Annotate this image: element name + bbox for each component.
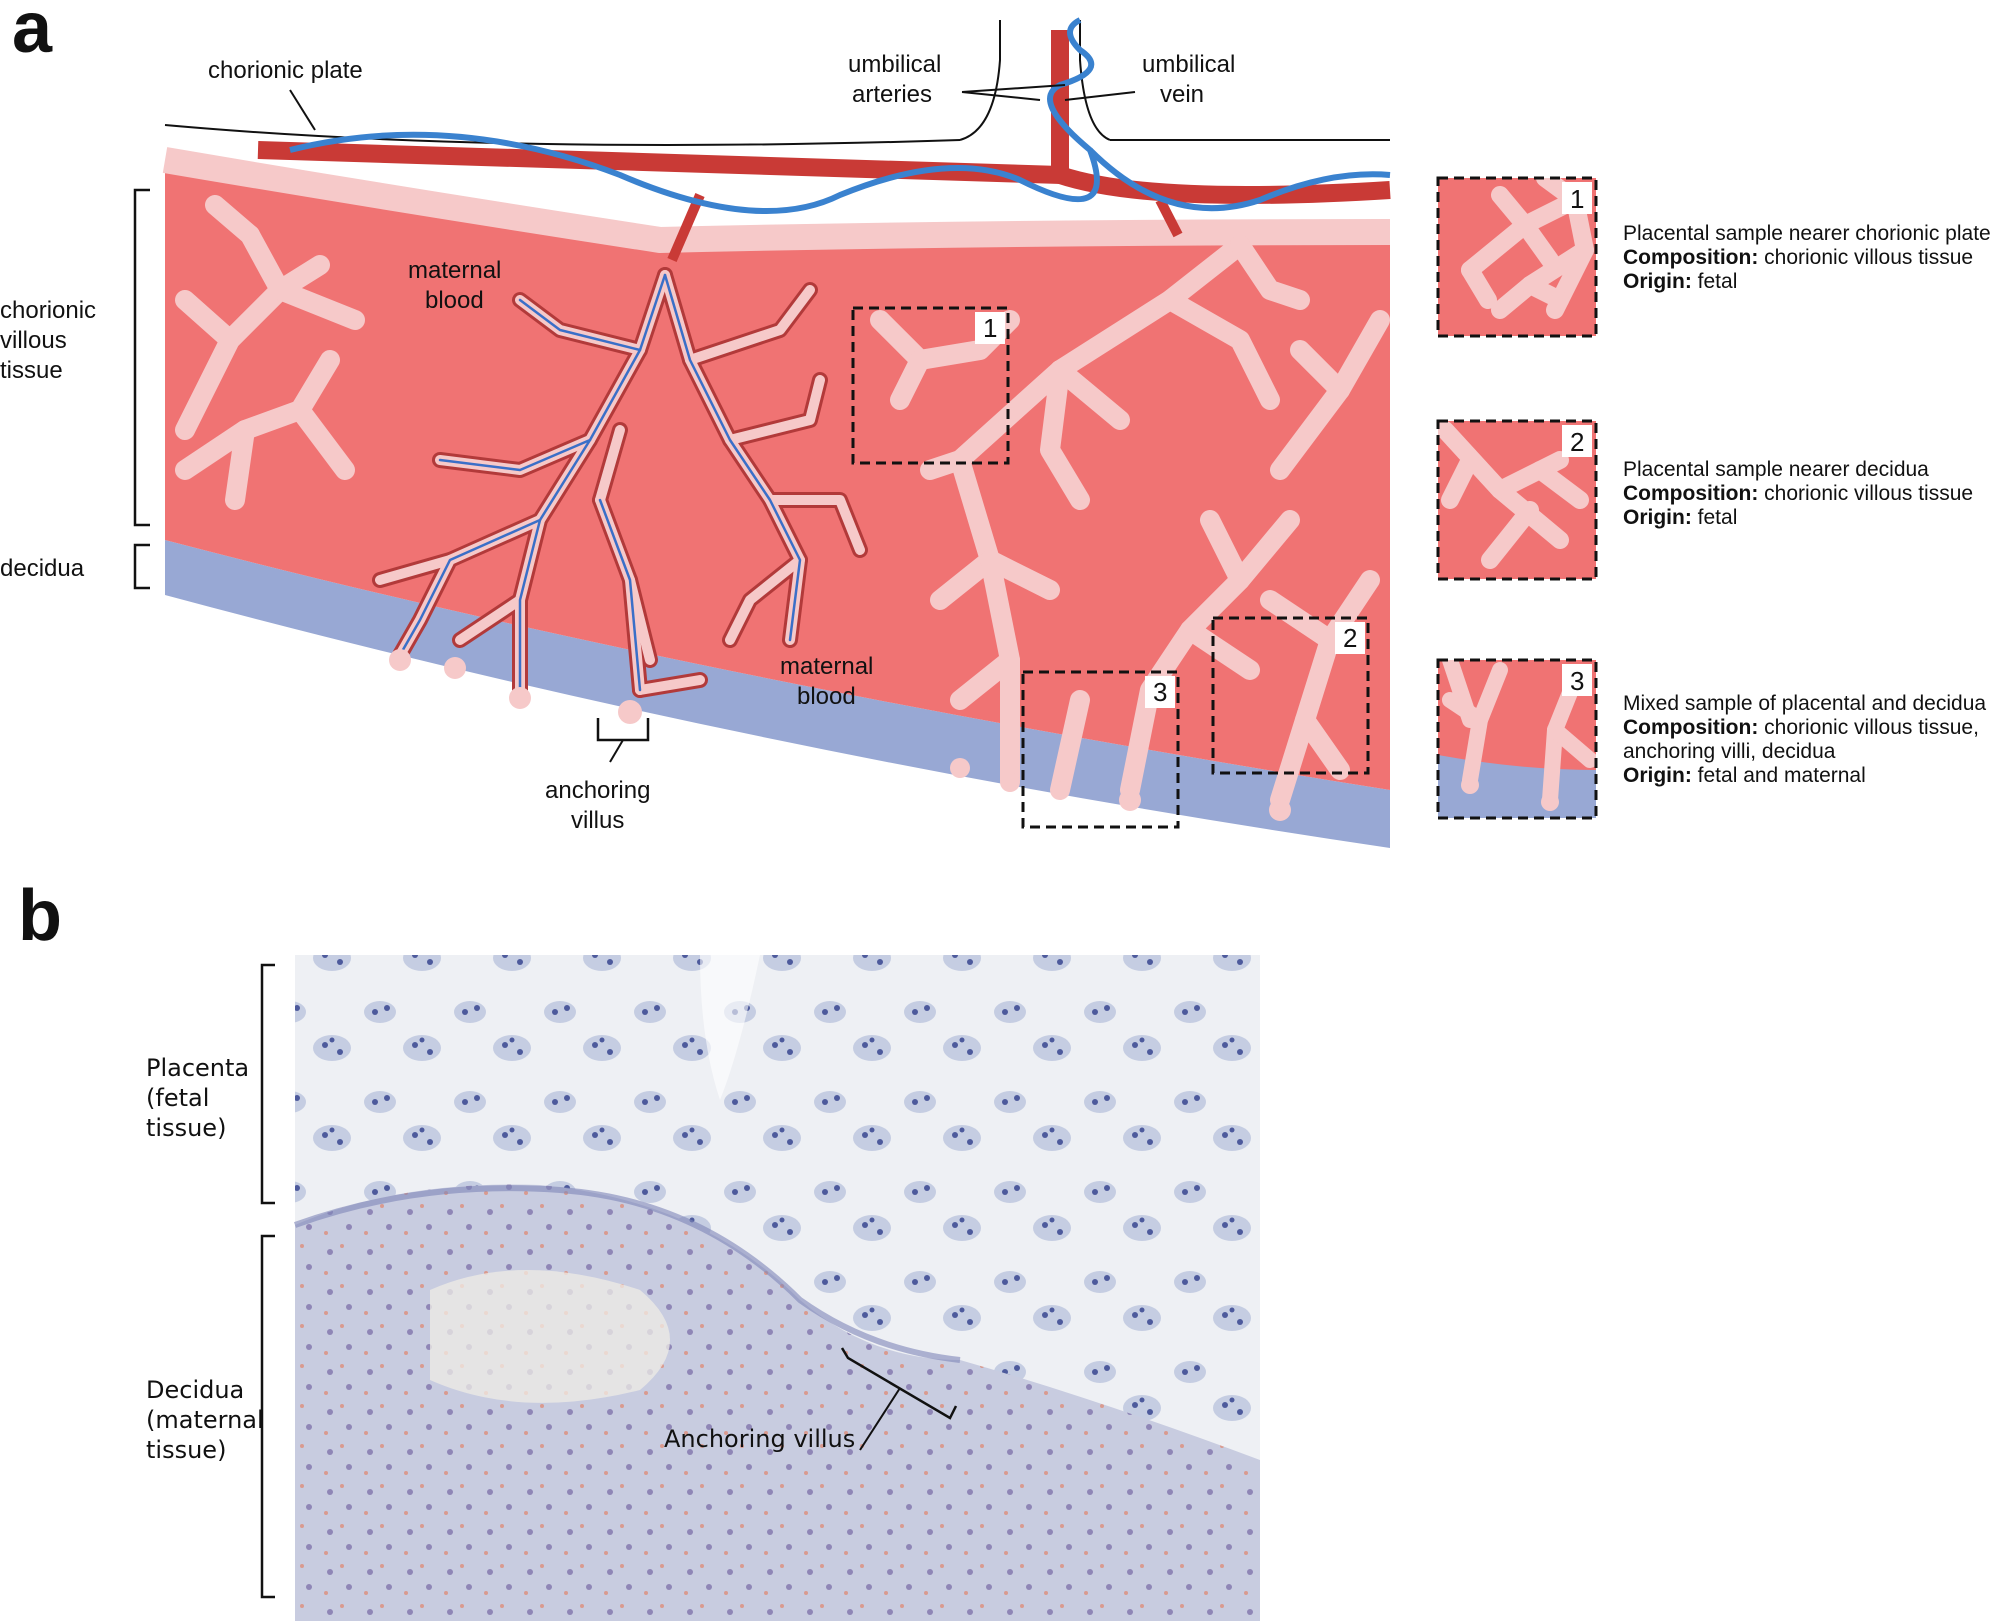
svg-text:Placental sample nearer chorio: Placental sample nearer chorionic plate (1623, 222, 1991, 245)
sample-box-3: 3 (1021, 670, 1180, 829)
sample-description-1: Placental sample nearer chorionic plate … (1623, 222, 1991, 293)
chorionic-plate-outline (164, 20, 1390, 146)
decidua-bracket (133, 543, 150, 590)
svg-text:Mixed sample of placental and: Mixed sample of placental and decidua (1623, 692, 1986, 715)
panel-a-letter: a (12, 0, 53, 68)
svg-text:3: 3 (1570, 666, 1584, 696)
decidua-bracket-b (260, 1234, 275, 1599)
sample-box-2: 2 (1211, 616, 1370, 775)
svg-text:Composition: chorionic villous: Composition: chorionic villous tissue, (1623, 716, 1979, 739)
panel-b-letter: b (18, 876, 62, 956)
svg-text:1: 1 (983, 313, 997, 343)
sample-description-2: Placental sample nearer decidua Composit… (1623, 458, 1973, 529)
label-anchoring-villus-2: villus (571, 807, 624, 834)
chorionic-villous-bracket (133, 188, 150, 527)
label-chorionic-villous-1: chorionic (0, 297, 96, 324)
maternal-blood-region (165, 160, 1390, 790)
label-decidua: decidua (0, 555, 85, 582)
decidua-layer (165, 540, 1390, 848)
svg-text:Origin: fetal: Origin: fetal (1623, 270, 1737, 293)
umbilical-vein-blue (289, 17, 1100, 214)
label-maternal-blood-2a: maternal (780, 653, 873, 680)
sample-thumbnail-1: 1 (1436, 176, 1598, 338)
label-maternal-blood-2b: blood (797, 683, 856, 710)
sample-box-1: 1 (851, 306, 1010, 465)
svg-text:Origin: fetal and maternal: Origin: fetal and maternal (1623, 764, 1866, 787)
umbilical-artery-red (257, 30, 1069, 185)
svg-text:Origin: fetal: Origin: fetal (1623, 506, 1737, 529)
chorionic-plate-band (162, 147, 1391, 254)
vascularised-villous-tree (372, 267, 868, 724)
label-chorionic-villous-2: villous (0, 327, 67, 354)
svg-text:3: 3 (1153, 677, 1167, 707)
label-chorionic-villous-3: tissue (0, 357, 63, 384)
umbilical-vessels (257, 17, 1391, 262)
label-umbilical-arteries-1: umbilical (848, 51, 941, 78)
label-decidua-b-1: Decidua (146, 1376, 244, 1404)
label-umbilical-arteries-2: arteries (852, 81, 932, 108)
placenta-bracket (260, 963, 275, 1205)
svg-text:2: 2 (1570, 427, 1584, 457)
label-maternal-blood-1b: blood (425, 287, 484, 314)
villous-trees (175, 195, 1390, 821)
label-placenta-3: tissue) (146, 1114, 226, 1142)
label-maternal-blood-1a: maternal (408, 257, 501, 284)
svg-text:Placental sample nearer decidu: Placental sample nearer decidua (1623, 458, 1929, 481)
anchoring-tips (950, 758, 1291, 821)
anchoring-villus-tips (389, 649, 642, 724)
svg-text:Composition: chorionic villous: Composition: chorionic villous tissue (1623, 482, 1973, 505)
svg-text:anchoring villi, decidua: anchoring villi, decidua (1623, 740, 1836, 763)
sample-thumbnail-2: 2 (1436, 419, 1598, 581)
sample-thumbnail-3: 3 (1436, 658, 1598, 820)
label-placenta-2: (fetal (146, 1084, 209, 1112)
label-anchoring-villus-1: anchoring (545, 777, 650, 804)
label-anchoring-villus-b: Anchoring villus (664, 1425, 855, 1453)
label-decidua-b-2: (maternal (146, 1406, 264, 1434)
placenta-cross-section (162, 147, 1391, 848)
label-umbilical-vein-1: umbilical (1142, 51, 1235, 78)
svg-text:1: 1 (1570, 184, 1584, 214)
sample-description-3: Mixed sample of placental and decidua Co… (1623, 692, 1986, 787)
label-decidua-b-3: tissue) (146, 1436, 226, 1464)
label-chorionic-plate: chorionic plate (208, 57, 363, 84)
histology-image (293, 955, 1260, 1621)
svg-text:Composition: chorionic villous: Composition: chorionic villous tissue (1623, 246, 1973, 269)
label-umbilical-vein-2: vein (1160, 81, 1204, 108)
svg-text:2: 2 (1343, 623, 1357, 653)
label-placenta-1: Placenta (146, 1054, 249, 1082)
